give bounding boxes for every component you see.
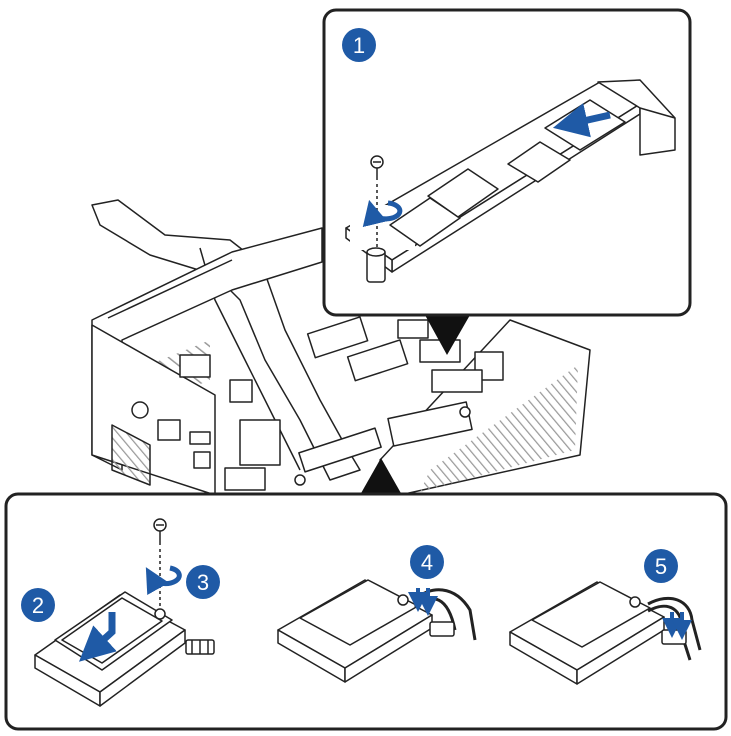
rotate-arrow-icon (145, 565, 182, 596)
ssd-chip (389, 197, 461, 247)
audio-jack (131, 401, 149, 419)
insert-arrow-icon (78, 612, 117, 662)
step-badge-3: 3 (186, 565, 220, 599)
bottom-panel-steps-2-5: 2 3 4 (4, 492, 728, 731)
pointer-triangle-top (425, 315, 470, 355)
step-number: 5 (655, 554, 667, 579)
insert-arrow-icon (552, 103, 611, 138)
inset-panel-step-1: 1 (322, 8, 692, 317)
ssd-chip (427, 168, 499, 218)
step-number: 3 (197, 570, 209, 595)
usb-port (193, 451, 211, 469)
antenna-connector-block (429, 621, 455, 637)
step-badge-1: 1 (342, 28, 376, 62)
antenna-cable (647, 596, 702, 651)
step-badge-2: 2 (21, 588, 55, 622)
mini-pc-chassis (91, 199, 591, 496)
step-badge-5: 5 (644, 549, 678, 583)
antenna-connector-block (661, 629, 687, 645)
ssd-chip (507, 141, 571, 183)
step-number: 4 (421, 550, 433, 575)
wifi-card-antenna-view-2 (509, 581, 702, 685)
rotate-arrow-icon (362, 199, 403, 228)
usb-port (189, 431, 211, 445)
wifi-card (531, 581, 651, 648)
pointer-triangle-bottom (360, 458, 402, 495)
step-badge-4: 4 (410, 545, 444, 579)
ethernet-port (157, 419, 181, 441)
screw-icon (153, 518, 167, 608)
step-number: 1 (353, 33, 365, 58)
step-number: 2 (32, 593, 44, 618)
